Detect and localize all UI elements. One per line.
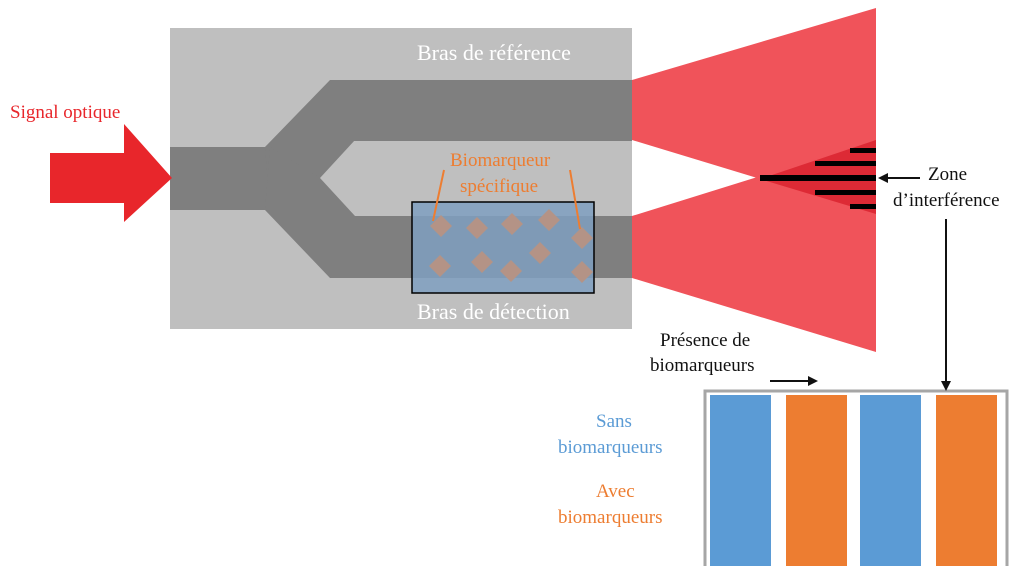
bras-reference-label: Bras de référence <box>417 40 571 65</box>
biomarker-molecule <box>430 215 452 237</box>
sensing-window <box>411 201 595 294</box>
reference-arm-waveguide <box>330 80 632 141</box>
avec-label-line2: biomarqueurs <box>558 507 662 528</box>
signal-optique-label: Signal optique <box>10 102 120 123</box>
biomarker-molecules <box>429 209 593 283</box>
biomarker-molecule <box>429 255 451 277</box>
biomarqueur-pointer-left <box>432 169 445 222</box>
biomarqueur-label-line1: Biomarqueur <box>450 150 551 171</box>
biomarker-molecule <box>571 227 593 249</box>
biomarqueur-pointer-right <box>569 169 581 230</box>
biomarker-molecule <box>466 217 488 239</box>
biomarker-molecule <box>500 260 522 282</box>
presence-label-line2: biomarqueurs <box>650 355 754 376</box>
fringe-bar-sans <box>710 395 771 566</box>
fringe-bar-avec <box>786 395 847 566</box>
fringe-bar-avec <box>936 395 997 566</box>
biomarker-molecule <box>471 251 493 273</box>
fringe-pattern-bars <box>710 395 997 566</box>
zone-label-line2: d’interférence <box>893 190 1000 211</box>
fringe-bar-sans <box>860 395 921 566</box>
avec-label-line1: Avec <box>596 481 635 502</box>
presence-label-line1: Présence de <box>660 330 750 351</box>
bras-detection-label: Bras de détection <box>417 299 570 324</box>
input-waveguide <box>170 147 270 210</box>
biomarker-molecule <box>538 209 560 231</box>
biomarker-molecule <box>571 261 593 283</box>
zone-label-line1: Zone <box>928 164 967 185</box>
biomarqueur-label-line2: spécifique <box>460 176 538 197</box>
biomarker-molecule <box>529 242 551 264</box>
sans-label-line1: Sans <box>596 411 632 432</box>
input-signal-arrow <box>50 124 172 222</box>
biomarker-molecule <box>501 213 523 235</box>
sans-label-line2: biomarqueurs <box>558 437 662 458</box>
fringe-pattern-frame <box>703 389 1009 566</box>
interference-fringes <box>760 148 876 209</box>
